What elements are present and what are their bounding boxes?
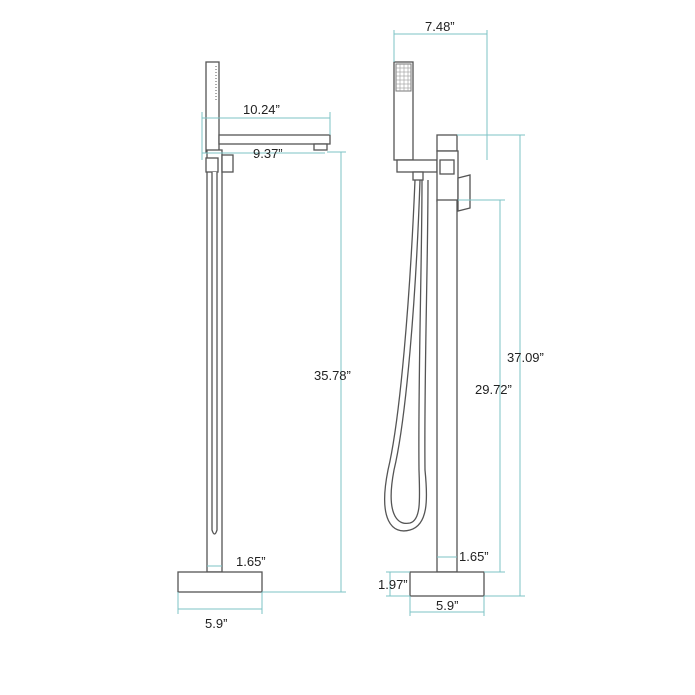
front-base bbox=[409, 571, 485, 597]
front-base-height-label: 1.97” bbox=[378, 577, 408, 592]
front-width-label: 7.48” bbox=[425, 19, 455, 34]
side-spout-height-label: 35.78” bbox=[314, 368, 351, 383]
front-view: 7.48” 37.09” 29.72” 1.65” 1.97” 5.9” bbox=[378, 19, 544, 616]
side-holder bbox=[205, 157, 219, 173]
side-hose bbox=[211, 172, 218, 535]
front-valve-body bbox=[436, 150, 459, 202]
side-handshower bbox=[205, 61, 220, 153]
side-spout bbox=[218, 134, 331, 145]
front-height-label: 37.09” bbox=[507, 350, 544, 365]
front-lever-handle bbox=[457, 174, 471, 212]
front-valve-window bbox=[439, 159, 455, 175]
side-outlet-reach-label: 9.37” bbox=[253, 146, 283, 161]
side-base bbox=[177, 571, 263, 593]
side-valve-block bbox=[221, 154, 234, 173]
side-spout-reach-label: 10.24” bbox=[243, 102, 280, 117]
front-hose-inner bbox=[390, 179, 423, 525]
front-hose-connector bbox=[412, 171, 424, 181]
front-pipe bbox=[436, 199, 458, 573]
front-hose bbox=[384, 179, 429, 532]
front-holder-bar bbox=[396, 159, 438, 173]
side-base-width-label: 5.9” bbox=[205, 616, 227, 631]
side-pipe-diameter-label: 1.65” bbox=[236, 554, 266, 569]
side-spout-outlet bbox=[313, 143, 328, 151]
side-view: 10.24” 9.37” 35.78” 1.65” 5.9” bbox=[177, 61, 351, 631]
front-pipe-diameter-label: 1.65” bbox=[459, 549, 489, 564]
front-base-width-label: 5.9” bbox=[436, 598, 458, 613]
front-valve-top bbox=[436, 134, 458, 152]
front-handle-height-label: 29.72” bbox=[475, 382, 512, 397]
